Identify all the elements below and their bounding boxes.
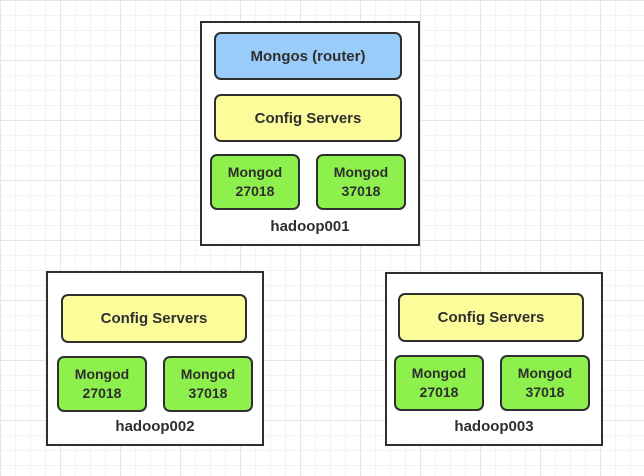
mongod-name: Mongod — [227, 164, 283, 180]
node-mongod-37018: Mongod 37018 — [500, 355, 590, 411]
mongod-port: 27018 — [419, 384, 459, 400]
mongod-name: Mongod — [180, 366, 236, 382]
node-config-servers: Config Servers — [61, 294, 247, 343]
host-box-hadoop003: Config Servers Mongod 27018 Mongod 37018… — [385, 272, 603, 446]
mongod-name: Mongod — [411, 365, 467, 381]
host-box-hadoop001: Mongos (router) Config Servers Mongod 27… — [200, 21, 420, 246]
node-config-servers: Config Servers — [214, 94, 402, 142]
mongod-port: 37018 — [341, 183, 381, 199]
node-mongod-27018: Mongod 27018 — [57, 356, 147, 412]
mongod-port: 37018 — [525, 384, 565, 400]
node-mongod-37018: Mongod 37018 — [163, 356, 253, 412]
node-label: Config Servers — [254, 109, 362, 127]
mongod-port: 27018 — [235, 183, 275, 199]
node-label: Mongos (router) — [250, 47, 366, 65]
node-mongod-27018: Mongod 27018 — [210, 154, 300, 210]
node-label: Config Servers — [100, 310, 208, 327]
mongod-port: 27018 — [82, 385, 122, 401]
node-mongod-37018: Mongod 37018 — [316, 154, 406, 210]
mongod-name: Mongod — [74, 366, 130, 382]
node-label: Config Servers — [437, 309, 545, 326]
mongod-port: 37018 — [188, 385, 228, 401]
node-config-servers: Config Servers — [398, 293, 584, 342]
mongod-name: Mongod — [517, 365, 573, 381]
host-label-hadoop003: hadoop003 — [454, 418, 534, 435]
mongod-name: Mongod — [333, 164, 389, 180]
host-box-hadoop002: Config Servers Mongod 27018 Mongod 37018… — [46, 271, 264, 446]
node-mongod-27018: Mongod 27018 — [394, 355, 484, 411]
node-mongos-router: Mongos (router) — [214, 32, 402, 80]
host-label-hadoop001: hadoop001 — [270, 218, 350, 235]
host-label-hadoop002: hadoop002 — [115, 418, 195, 435]
